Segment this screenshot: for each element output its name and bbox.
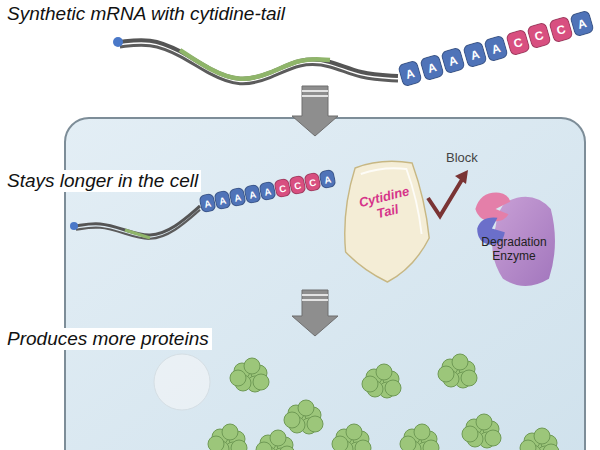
ribosome [154, 354, 210, 410]
node-label: Degradation Enzyme [474, 236, 554, 264]
mrna-backbone [76, 206, 200, 235]
shield-outline [338, 160, 433, 285]
tail-bead: A [483, 34, 509, 62]
protein [284, 400, 323, 434]
protein [400, 424, 439, 450]
step-caption: Synthetic mRNA with cytidine-tail [4, 3, 288, 25]
cytidine-tail-shield: Cytidine Tail [338, 160, 433, 285]
tail-bead: C [526, 22, 552, 50]
tail-bead: A [440, 47, 466, 75]
tail-bead: A [397, 60, 423, 88]
step-caption: Produces more proteins [4, 328, 212, 350]
protein [332, 424, 371, 450]
tail-bead: C [505, 28, 531, 56]
down-arrow [292, 86, 338, 136]
protein [362, 364, 401, 398]
tail-bead: C [548, 16, 574, 44]
protein [230, 358, 269, 392]
mrna-backbone [120, 40, 398, 79]
coding-region [125, 230, 150, 238]
tail-bead: A [419, 53, 445, 81]
tail-bead: A [569, 9, 595, 37]
down-arrow [292, 290, 338, 336]
protein [256, 430, 295, 450]
mrna-cap [113, 37, 123, 47]
cell-membrane [65, 118, 585, 450]
tail-bead: A [462, 41, 488, 69]
protein [438, 354, 477, 388]
step-caption: Stays longer in the cell [4, 170, 201, 192]
block-arrow [428, 170, 468, 216]
degradation-enzyme: Degradation Enzyme [468, 182, 560, 294]
coding-region [180, 50, 330, 79]
action-label: Block [446, 150, 478, 165]
proteins [208, 354, 559, 450]
mrna-backbone [120, 45, 398, 84]
protein [462, 414, 501, 448]
protein [520, 428, 559, 450]
mrna-cap [70, 222, 78, 230]
protein [208, 424, 247, 450]
